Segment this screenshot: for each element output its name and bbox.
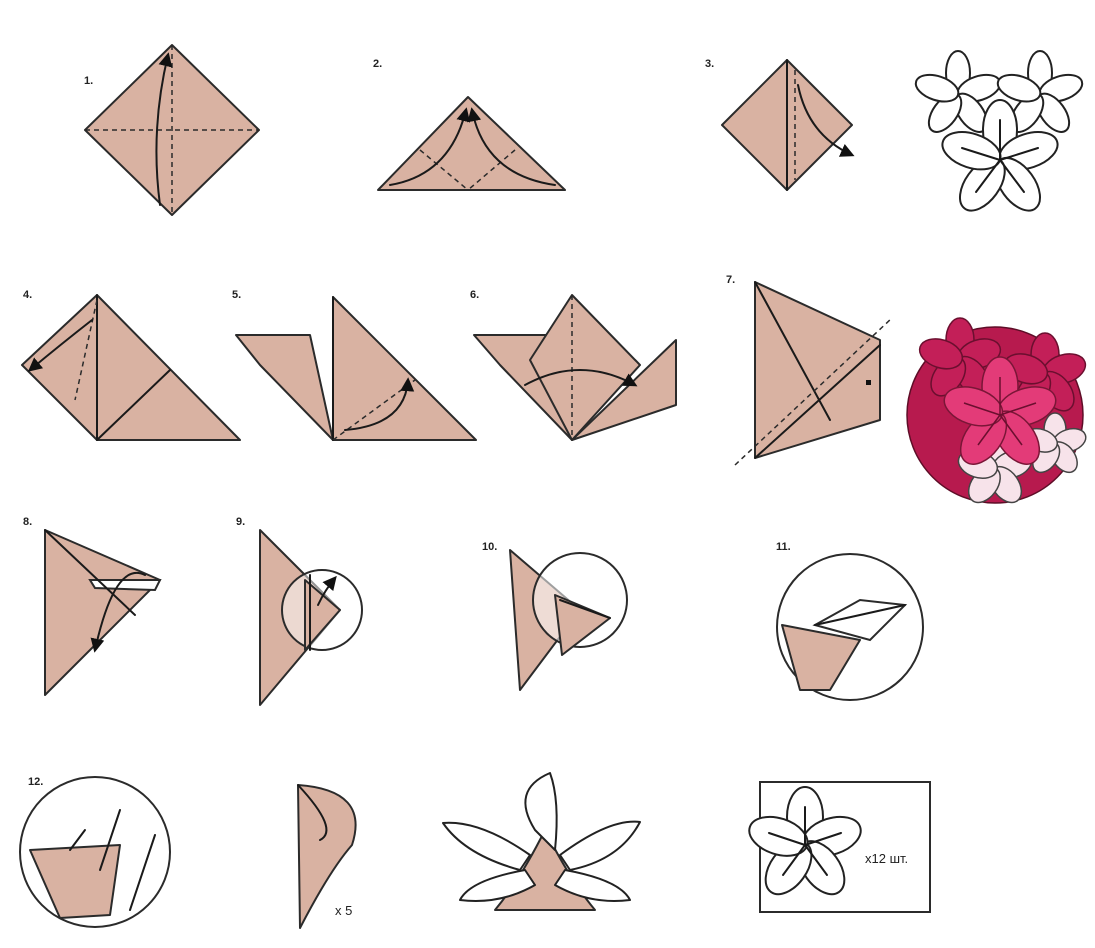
step-5-triangle [333, 297, 476, 440]
step-9-label: 9. [236, 516, 245, 528]
step-8: 8. [23, 516, 160, 695]
step-7-label: 7. [726, 274, 735, 286]
step-9: 9. [236, 516, 362, 705]
step-6-label: 6. [470, 289, 479, 301]
step-8-label: 8. [23, 516, 32, 528]
step-11: 11. [776, 541, 923, 700]
assembled-flower-petal-left [443, 823, 530, 870]
step-1-label: 1. [84, 75, 93, 87]
step-1: 1. [84, 45, 259, 215]
step-8-shape [45, 530, 160, 695]
step-7-shape [755, 282, 880, 458]
step-4-label: 4. [23, 289, 32, 301]
step-12: 12. [20, 776, 170, 927]
finished-petal: x 5 [298, 785, 356, 928]
step-4-shape [22, 295, 240, 440]
step-12-label: 12. [28, 776, 43, 788]
step-10: 10. [482, 541, 627, 690]
step-6: 6. [470, 289, 676, 440]
step-2-label: 2. [373, 58, 382, 70]
step-5-left-flap [236, 335, 333, 440]
assembled-flower-petal-right [560, 822, 640, 870]
step-2: 2. [373, 58, 565, 190]
step-5: 5. [232, 289, 476, 440]
step-5-label: 5. [232, 289, 241, 301]
step-11-label: 11. [776, 541, 791, 553]
final-flower-frame: x12 шт. [744, 782, 930, 912]
flower-cluster-illustration [912, 51, 1085, 219]
step-4: 4. [22, 289, 240, 440]
twelve-pieces-annotation: x12 шт. [865, 851, 908, 866]
kusudama-ball-illustration [907, 318, 1089, 508]
step-3: 3. [705, 58, 852, 190]
assembled-flower [443, 773, 640, 910]
step-7: 7. [726, 274, 892, 465]
repeat-five-annotation: x 5 [335, 903, 352, 918]
step-7-marker [866, 380, 871, 385]
step-3-label: 3. [705, 58, 714, 70]
step-10-label: 10. [482, 541, 497, 553]
